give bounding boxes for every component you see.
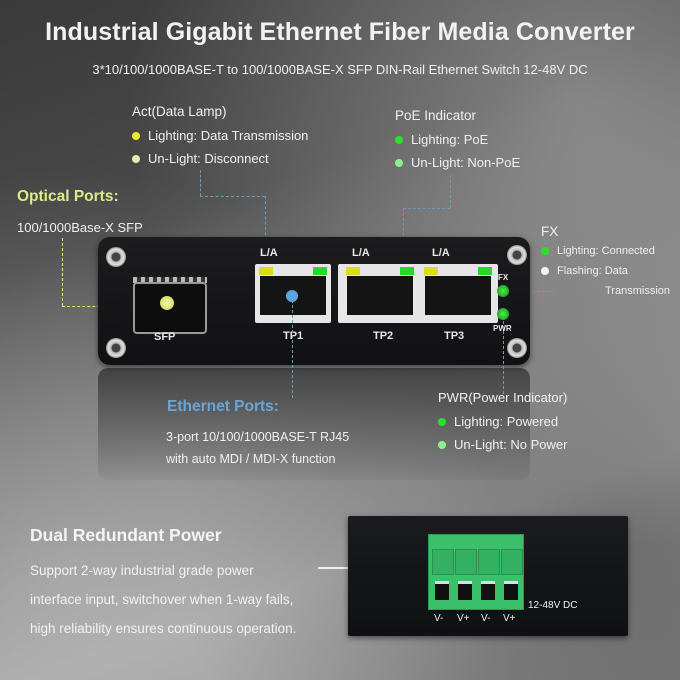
- port-led-label: L/A: [352, 247, 370, 259]
- pwr-indicator-legend: PWR(Power Indicator) Lighting: Powered U…: [438, 390, 567, 452]
- port-label: TP3: [444, 330, 465, 342]
- terminal-label: V-: [481, 613, 491, 624]
- ethernet-connector: [292, 300, 293, 398]
- poe-item: Lighting: PoE: [395, 132, 520, 147]
- voltage-label: 12-48V DC: [528, 600, 578, 611]
- port-label: TP1: [283, 330, 304, 342]
- rj45-port-tp1[interactable]: [255, 264, 331, 323]
- terminal-screw-icon: [435, 581, 449, 600]
- terminal-screw-icon: [504, 581, 518, 600]
- green-dot-icon: [438, 417, 446, 426]
- ethernet-marker-icon: [286, 290, 298, 302]
- ethernet-ports-line2: with auto MDI / MDI-X function: [166, 452, 336, 466]
- optical-ports-description: 100/1000Base-X SFP: [17, 220, 143, 235]
- pwr-item: Un-Light: No Power: [438, 437, 567, 452]
- optical-connector: [62, 238, 63, 306]
- page-subtitle: 3*10/100/1000BASE-T to 100/1000BASE-X SF…: [92, 62, 588, 77]
- power-heading: Dual Redundant Power: [30, 525, 222, 545]
- poe-indicator-legend: PoE Indicator Lighting: PoE Un-Light: No…: [395, 108, 520, 170]
- device-reflection: [98, 368, 530, 480]
- pale-dot-icon: [132, 154, 140, 163]
- screw-icon: [106, 247, 126, 267]
- terminal-screw-icon: [481, 581, 495, 600]
- optical-ports-heading: Optical Ports:: [17, 188, 119, 205]
- terminal-label: V-: [434, 613, 444, 624]
- act-lamp-connector: [265, 196, 266, 266]
- poe-connector: [403, 208, 450, 209]
- fx-legend: FX Lighting: Connected Flashing: Data Tr…: [541, 224, 670, 297]
- fx-led-label: FX: [498, 273, 509, 282]
- act-lamp-connector: [200, 196, 265, 197]
- act-lamp-connector: [200, 170, 201, 196]
- pwr-led-label: PWR: [493, 324, 512, 333]
- pwr-item: Lighting: Powered: [438, 414, 567, 429]
- poe-item: Un-Light: Non-PoE: [395, 155, 520, 170]
- poe-led-icon: [313, 267, 327, 275]
- fx-item: Lighting: Connected: [541, 245, 670, 257]
- pwr-heading: PWR(Power Indicator): [438, 390, 568, 405]
- light-green-dot-icon: [395, 158, 403, 167]
- fx-heading: FX: [541, 224, 559, 239]
- pwr-connector: [503, 316, 504, 394]
- ethernet-ports-line1: 3-port 10/100/1000BASE-T RJ45: [166, 430, 350, 444]
- power-terminal-block[interactable]: [428, 534, 524, 610]
- rj45-port-tp2[interactable]: [342, 264, 418, 323]
- act-lamp-heading: Act(Data Lamp): [132, 104, 227, 119]
- act-led-icon: [424, 267, 438, 275]
- sfp-port[interactable]: [133, 282, 207, 334]
- fx-led-icon: [497, 285, 509, 297]
- port-label: TP2: [373, 330, 394, 342]
- power-description: Support 2-way industrial grade power int…: [30, 563, 297, 636]
- poe-led-icon: [400, 267, 414, 275]
- terminal-label: V+: [457, 613, 470, 624]
- screw-icon: [507, 338, 527, 358]
- fx-item: Flashing: Data: [541, 265, 670, 277]
- terminal-screw-icon: [458, 581, 472, 600]
- port-led-label: L/A: [432, 247, 450, 259]
- white-dot-icon: [541, 267, 549, 275]
- ethernet-ports-heading: Ethernet Ports:: [167, 398, 279, 415]
- green-dot-icon: [541, 247, 549, 255]
- pwr-led-icon: [497, 308, 509, 320]
- port-led-label: L/A: [260, 247, 278, 259]
- act-led-icon: [346, 267, 360, 275]
- sfp-marker-icon: [160, 296, 174, 310]
- yellow-dot-icon: [132, 131, 140, 140]
- sfp-cage-top: [133, 277, 207, 283]
- screw-icon: [507, 245, 527, 265]
- act-lamp-item: Lighting: Data Transmission: [132, 128, 308, 143]
- fx-connector: [508, 291, 554, 292]
- green-dot-icon: [395, 135, 403, 144]
- act-lamp-legend: Act(Data Lamp) Lighting: Data Transmissi…: [132, 104, 308, 166]
- light-green-dot-icon: [438, 440, 446, 449]
- poe-connector: [450, 175, 451, 208]
- rj45-port-tp3[interactable]: [420, 264, 496, 323]
- sfp-label: SFP: [154, 331, 176, 343]
- act-lamp-item: Un-Light: Disconnect: [132, 151, 308, 166]
- page-title: Industrial Gigabit Ethernet Fiber Media …: [45, 18, 635, 46]
- poe-led-icon: [478, 267, 492, 275]
- screw-icon: [106, 338, 126, 358]
- act-led-icon: [259, 267, 273, 275]
- poe-heading: PoE Indicator: [395, 108, 477, 123]
- terminal-label: V+: [503, 613, 516, 624]
